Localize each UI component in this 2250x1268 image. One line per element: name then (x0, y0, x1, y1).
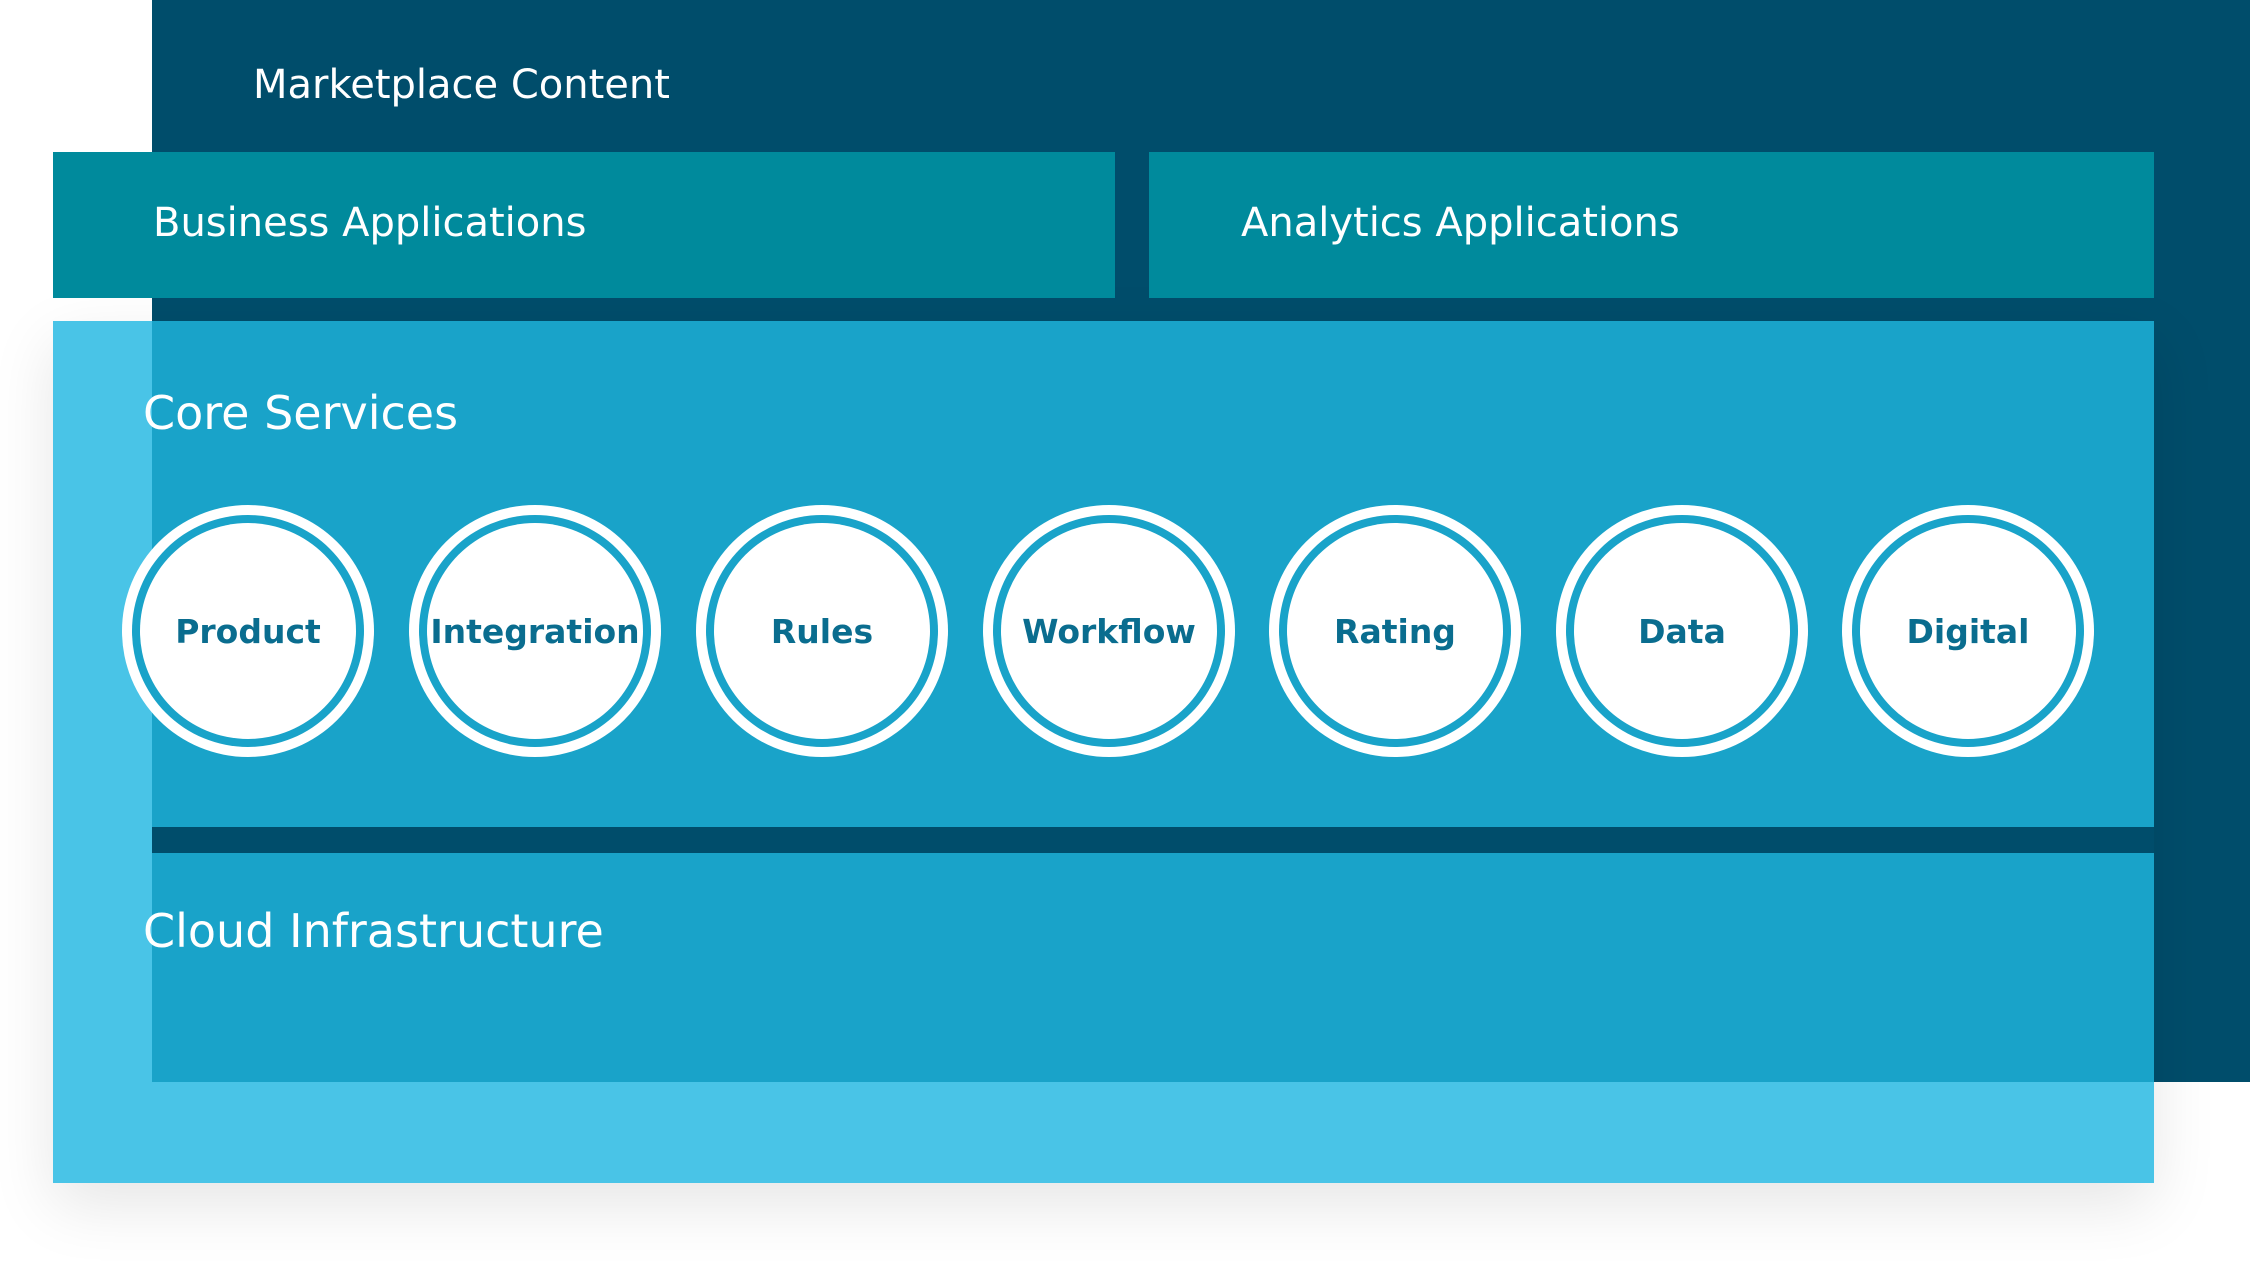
marketplace-content-label: Marketplace Content (253, 62, 670, 108)
business-applications-label: Business Applications (153, 200, 587, 246)
service-label: Workflow (1022, 611, 1196, 651)
service-label: Integration (430, 611, 640, 651)
cloud-infrastructure-band (152, 853, 2154, 1082)
service-circle: Rating (1269, 505, 1521, 757)
business-applications-box (53, 152, 1115, 298)
service-circle: Workflow (983, 505, 1235, 757)
cloud-infrastructure-label: Cloud Infrastructure (143, 904, 604, 958)
service-label: Data (1638, 611, 1726, 651)
service-circle: Integration (409, 505, 661, 757)
service-circle: Data (1556, 505, 1808, 757)
core-services-label: Core Services (143, 386, 459, 440)
service-circle: Digital (1842, 505, 2094, 757)
service-circle: Product (122, 505, 374, 757)
service-label: Rating (1334, 611, 1456, 651)
service-circle: Rules (696, 505, 948, 757)
analytics-applications-box (1149, 152, 2154, 298)
analytics-applications-label: Analytics Applications (1241, 200, 1680, 246)
service-label: Digital (1906, 611, 2030, 651)
service-label: Product (175, 611, 321, 651)
layer-divider (152, 827, 2154, 853)
service-label: Rules (770, 611, 874, 651)
